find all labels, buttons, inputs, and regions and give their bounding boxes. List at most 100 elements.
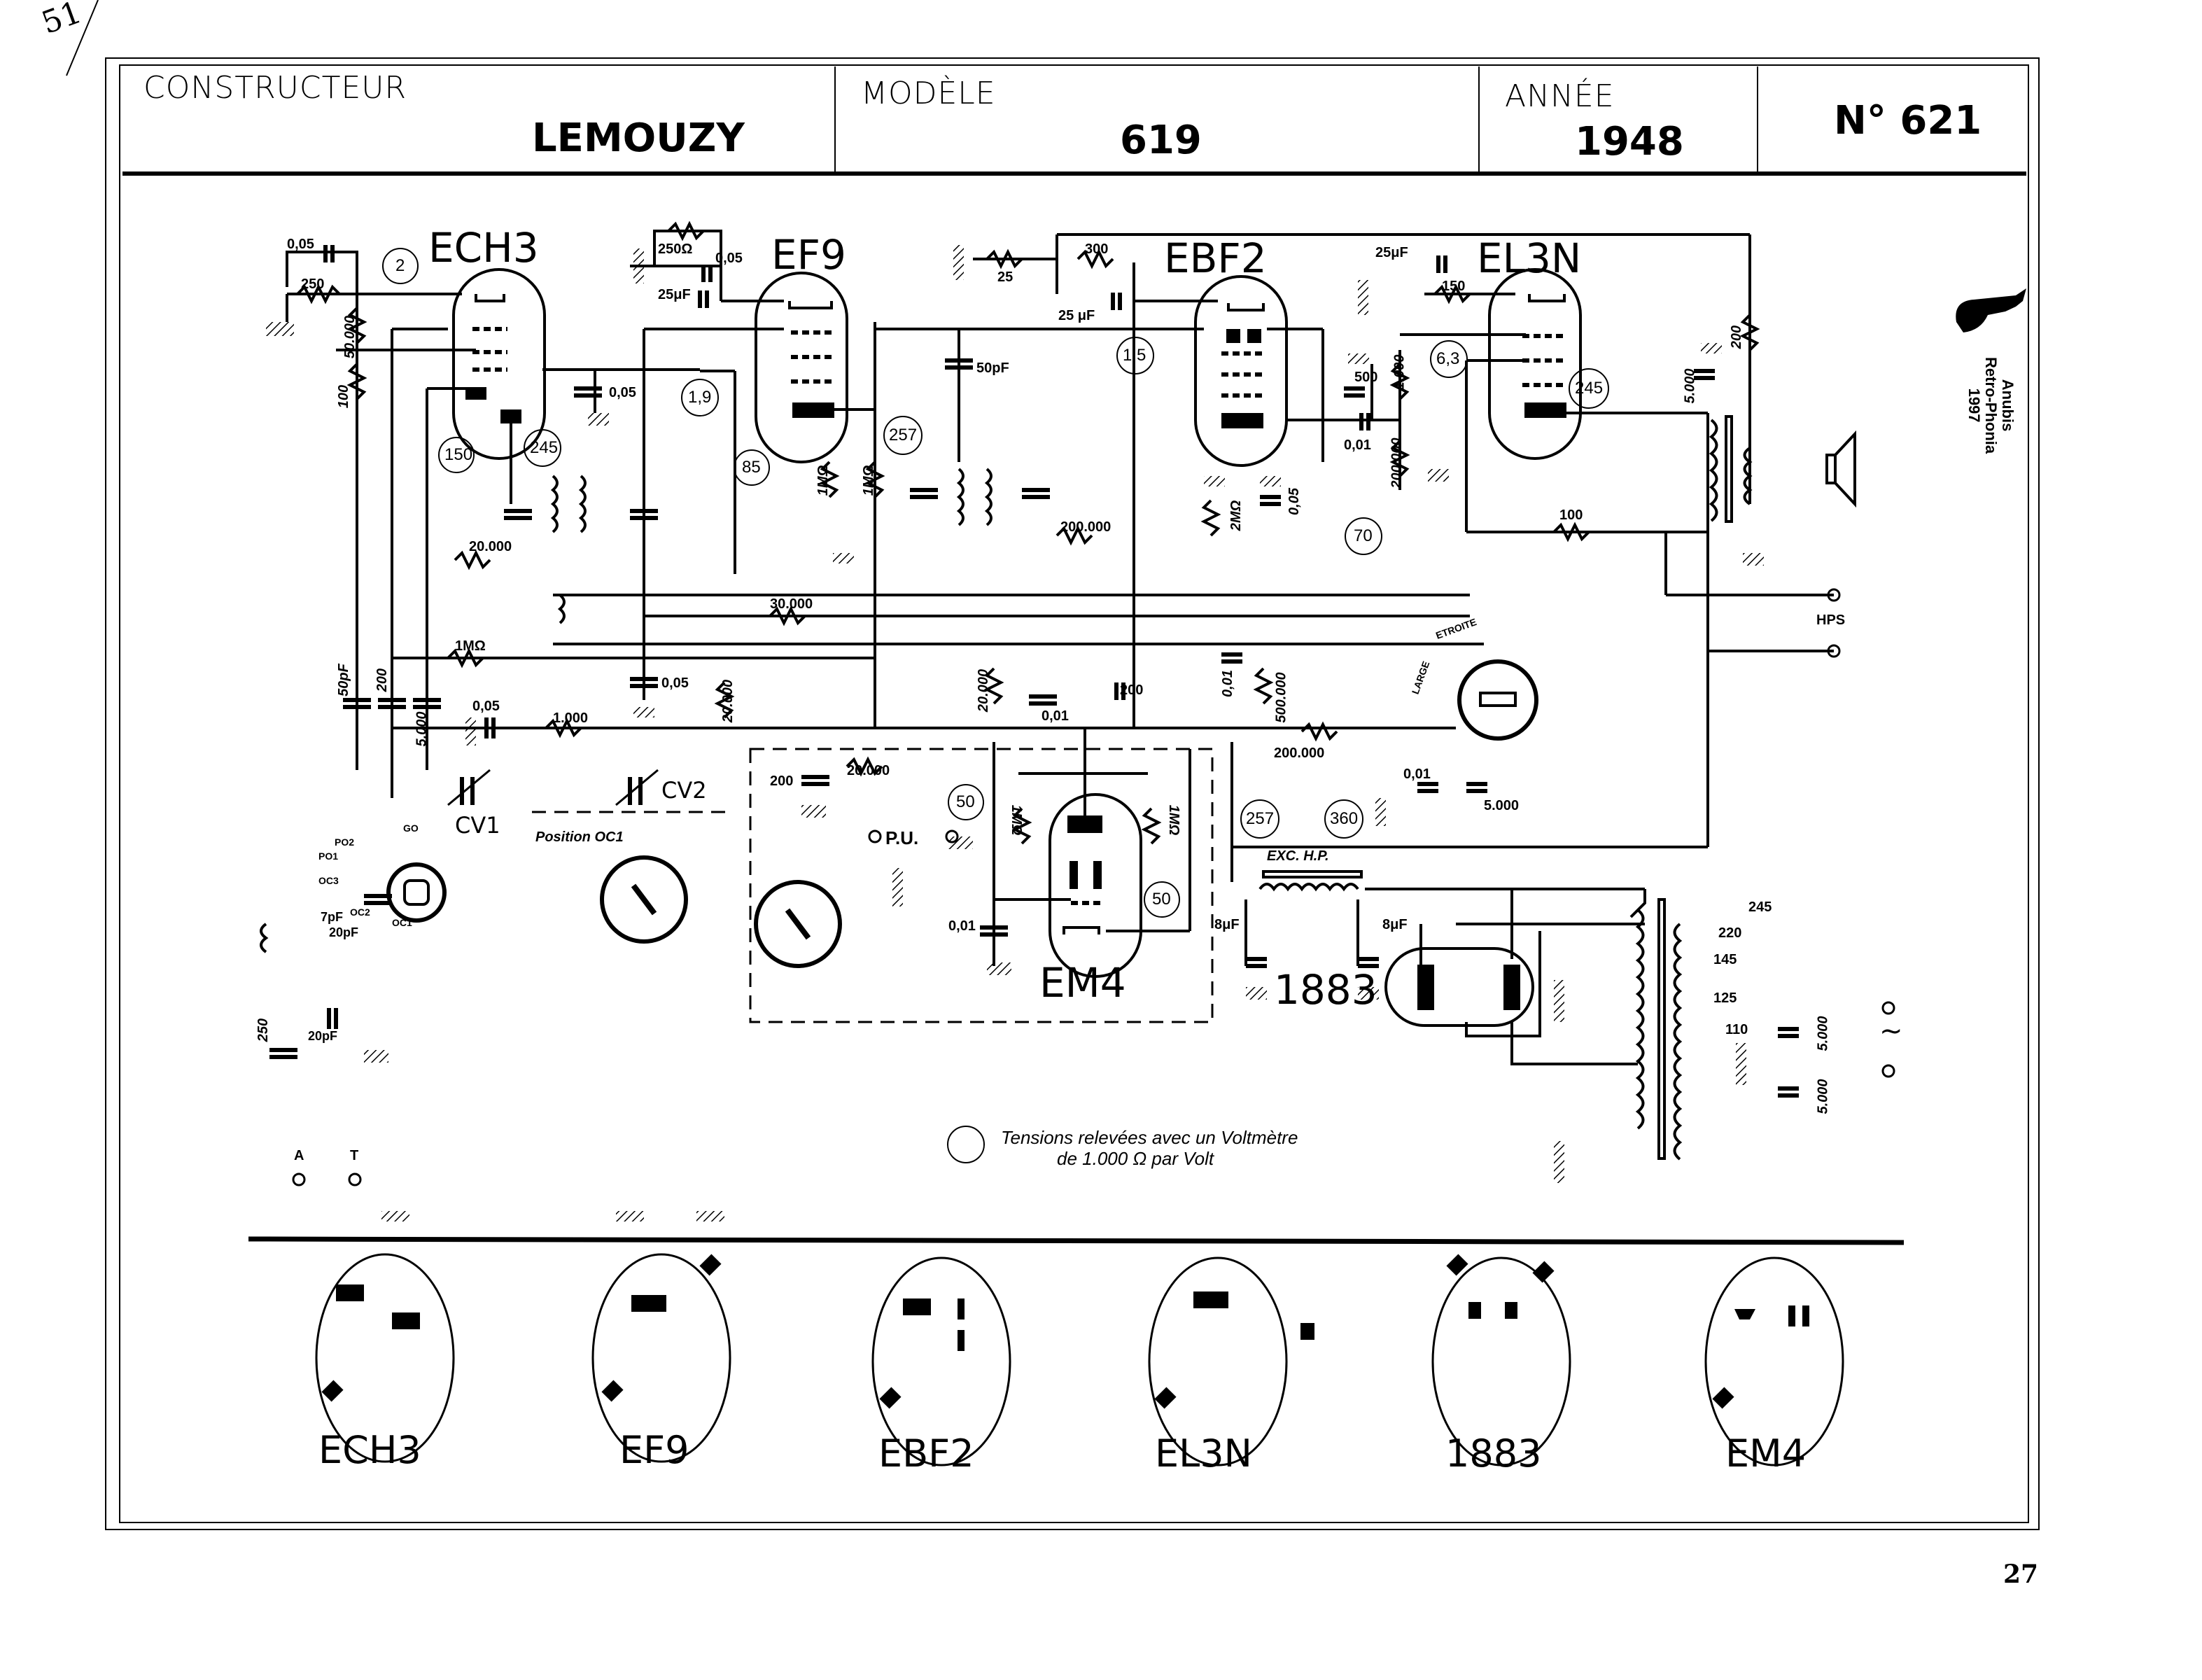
component-value: 0,05 xyxy=(661,676,689,691)
wiring xyxy=(286,230,1834,1065)
component-value: 50.000 xyxy=(342,315,358,359)
component-value: 200 xyxy=(374,668,391,692)
component-value: 0,01 xyxy=(1042,708,1069,724)
component-value: 5.000 xyxy=(1815,1079,1831,1114)
header-divider xyxy=(1757,66,1758,172)
component-value: 1.000 xyxy=(1391,354,1408,390)
component-value: 1MΩ xyxy=(861,465,877,496)
voltage-label: 50 xyxy=(1152,890,1171,909)
component-value: 5.000 xyxy=(414,711,430,747)
voltage-label: 150 xyxy=(444,445,473,464)
tube-envelope-1883 xyxy=(1384,947,1534,1027)
header-rule xyxy=(122,172,2026,176)
component-value: 200 xyxy=(1120,682,1144,698)
voltage-label: 257 xyxy=(1246,809,1275,828)
antenna-terminal-label: A xyxy=(294,1148,304,1163)
tube-sockets xyxy=(315,1253,1844,1466)
voltage-note-line2: de 1.000 Ω par Volt xyxy=(1057,1148,1214,1169)
jackal-icon xyxy=(1956,288,2026,332)
component-value: 500 xyxy=(1354,370,1378,385)
component-value: 200.000 xyxy=(1060,519,1111,535)
component-value: 50pF xyxy=(335,664,351,696)
anodes xyxy=(475,294,1566,934)
component-value: 150 xyxy=(1442,279,1466,294)
component-value: 8μF xyxy=(1382,917,1408,932)
annee-value: 1948 xyxy=(1575,119,1684,164)
sheet-number: N° 621 xyxy=(1834,98,1982,144)
loudspeaker-icon xyxy=(1825,430,1856,508)
component-value: 20.000 xyxy=(847,763,890,778)
header-divider xyxy=(1478,66,1480,172)
component-value: 300 xyxy=(1085,241,1109,257)
component-value: 100 xyxy=(336,384,352,409)
mains-tap-145: 145 xyxy=(1713,952,1737,967)
ground-symbols xyxy=(266,245,1764,1222)
tube-label-ef9: EF9 xyxy=(771,231,846,279)
component-value: 0,01 xyxy=(1344,438,1371,453)
component-value: 1.000 xyxy=(553,710,589,726)
component-value: 0,01 xyxy=(1219,670,1235,697)
tube-label-1883: 1883 xyxy=(1274,966,1377,1014)
socket-label: EM4 xyxy=(1725,1432,1807,1476)
tube-envelope-el3n xyxy=(1488,268,1582,460)
switch-oc3-label: OC3 xyxy=(318,875,339,886)
anubis-watermark: Anubis Retro-Phonia 1997 xyxy=(1939,280,2037,454)
mains-tap-220: 220 xyxy=(1718,925,1742,941)
resistors xyxy=(296,220,1760,845)
component-value: 200 xyxy=(1729,325,1745,349)
component-value: 100 xyxy=(1559,507,1583,523)
voltage-label: 245 xyxy=(1575,379,1604,398)
component-value: 250 xyxy=(301,276,325,292)
socket-label: EBF2 xyxy=(878,1432,974,1476)
voltage-circles xyxy=(382,248,1609,1163)
hps-label: HPS xyxy=(1816,612,1846,628)
component-value: 20.000 xyxy=(720,679,736,723)
page-frame-inner xyxy=(119,64,2029,1523)
voltage-label: 70 xyxy=(1354,526,1373,545)
voltage-label: 50 xyxy=(956,792,975,811)
voltage-note-line1: Tensions relevées avec un Voltmètre xyxy=(1001,1127,1298,1148)
switch-go-label: GO xyxy=(403,822,419,834)
voltage-label: 1,9 xyxy=(688,388,712,407)
constructeur-value: LEMOUZY xyxy=(532,115,745,161)
tube-label-ech3: ECH3 xyxy=(428,224,539,272)
modele-label: MODÈLE xyxy=(861,76,996,111)
component-value: 1MΩ xyxy=(1166,804,1182,836)
capacitors xyxy=(269,245,1799,1098)
switch-oc2-label: OC2 xyxy=(350,906,370,918)
component-value: 2MΩ xyxy=(1228,500,1244,531)
shield-box xyxy=(749,748,1214,1023)
tube-label-el3n: EL3N xyxy=(1477,234,1582,282)
voltage-label: 6,3 xyxy=(1436,349,1460,368)
tube-label-ebf2: EBF2 xyxy=(1164,234,1267,282)
terminals xyxy=(292,588,1895,1186)
mains-tap-125: 125 xyxy=(1713,990,1737,1006)
switch-po2-label: PO2 xyxy=(335,836,355,848)
ac-mains-icon: ~ xyxy=(1879,1015,1903,1047)
header-divider xyxy=(834,66,836,172)
variable-capacitors xyxy=(447,769,659,806)
switch-position-label: Position OC1 xyxy=(535,830,624,845)
component-value: 0,05 xyxy=(609,385,636,400)
tube-envelope-ech3 xyxy=(452,268,546,460)
component-value: 0,05 xyxy=(287,237,314,252)
component-value: 200 xyxy=(770,774,794,789)
component-value: 1MΩ xyxy=(455,638,486,654)
component-value: 20pF xyxy=(329,925,359,939)
voltage-label: 85 xyxy=(742,458,761,477)
section-rule xyxy=(248,1236,1905,1245)
component-value: 200.000 xyxy=(1274,746,1325,761)
component-value: 0,01 xyxy=(948,918,976,934)
component-value: 5.000 xyxy=(1484,798,1520,813)
page-number: 27 xyxy=(2003,1560,2039,1589)
component-value: 1MΩ xyxy=(1009,804,1025,836)
socket-label: EF9 xyxy=(619,1428,689,1472)
pickup-label: P.U. xyxy=(885,827,919,848)
wavechange-switches xyxy=(386,659,1538,968)
component-value: 25 xyxy=(997,270,1014,285)
component-value: 8μF xyxy=(1214,917,1240,932)
voltage-label: 257 xyxy=(889,426,918,444)
component-value: 20.000 xyxy=(976,668,992,713)
page-frame-outer xyxy=(105,57,2040,1530)
